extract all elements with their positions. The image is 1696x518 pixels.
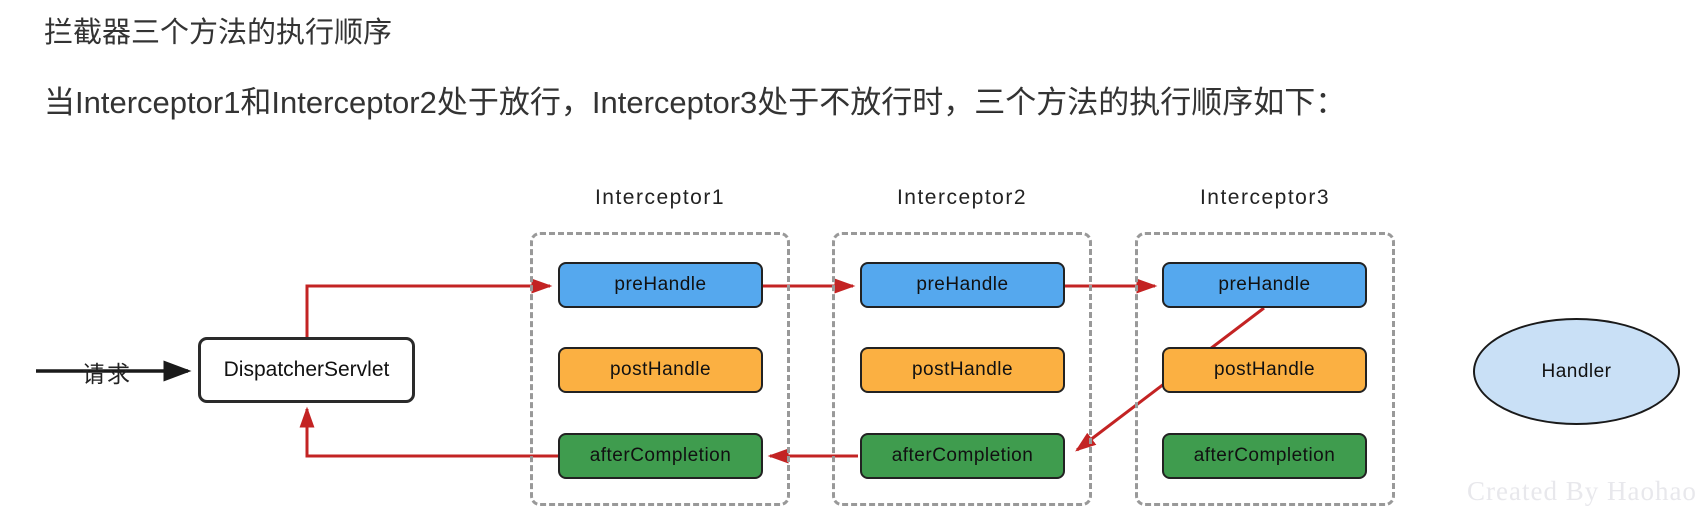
request-label: 请求	[82, 361, 132, 387]
interceptor1-posthandle-box: postHandle	[558, 347, 763, 393]
interceptor3-aftercompletion-box: afterCompletion	[1162, 433, 1367, 479]
interceptor1-aftercompletion-box: afterCompletion	[558, 433, 763, 479]
dispatcher-servlet-box: DispatcherServlet	[198, 337, 415, 403]
interceptor3-label: Interceptor3	[1199, 186, 1331, 209]
interceptor2-prehandle-box: preHandle	[860, 262, 1065, 308]
page-subtitle: 当Interceptor1和Interceptor2处于放行，Intercept…	[44, 85, 1347, 120]
page-title: 拦截器三个方法的执行顺序	[44, 17, 393, 49]
interceptor3-prehandle-box: preHandle	[1162, 262, 1367, 308]
interceptor1-container	[530, 232, 790, 506]
interceptor1-prehandle-box: preHandle	[558, 262, 763, 308]
interceptor1-label: Interceptor1	[594, 186, 726, 209]
interceptor2-container	[832, 232, 1092, 506]
arrow-aftercompletion1-to-dispatcher	[299, 406, 558, 458]
interceptor2-posthandle-box: postHandle	[860, 347, 1065, 393]
interceptor3-posthandle-box: postHandle	[1162, 347, 1367, 393]
watermark: Created By Haohao	[1467, 476, 1696, 506]
handler-ellipse: Handler	[1473, 318, 1680, 425]
interceptor2-label: Interceptor2	[896, 186, 1028, 209]
interceptor2-aftercompletion-box: afterCompletion	[860, 433, 1065, 479]
interceptor3-container	[1135, 232, 1395, 506]
arrow-dispatcher-to-prehandle1	[305, 278, 553, 338]
